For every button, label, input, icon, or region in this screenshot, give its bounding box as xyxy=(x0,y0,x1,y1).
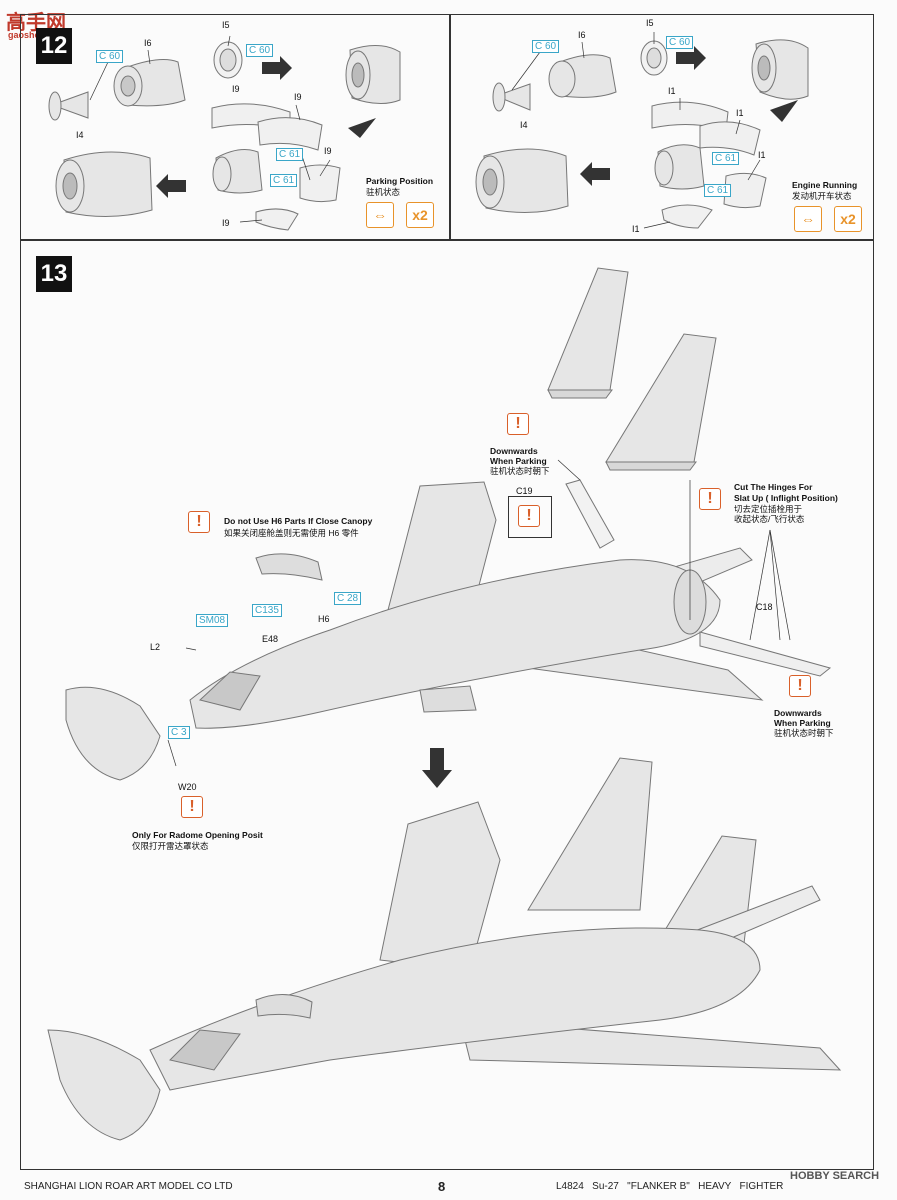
warning-icon: ! xyxy=(181,796,203,818)
warning-icon: ! xyxy=(188,511,210,533)
warning-box-c19 xyxy=(508,496,552,538)
arrow-down-left-1 xyxy=(348,118,376,148)
watermark-url: gaoshou.net xyxy=(8,30,62,40)
part-label-i9-b: I9 xyxy=(294,92,302,102)
symmetric-arrows-icon: ⇔ xyxy=(366,202,394,228)
parking-position-note-cn: 驻机状态 xyxy=(366,187,401,197)
part-label-r-c60-b: C 60 xyxy=(666,36,694,49)
symmetric-arrows-icon: ⇔ xyxy=(794,206,822,232)
part-label-r-i1-a: I1 xyxy=(668,86,676,96)
part-label-c61-a: C 61 xyxy=(276,148,304,161)
radome-note-cn: 仅限打开雷达罩状态 xyxy=(132,841,209,851)
part-label-c3: C 3 xyxy=(168,726,190,739)
footer-model: L4824 Su-27 "FLANKER B" HEAVY FIGHTER xyxy=(556,1181,784,1192)
right-engine-ring xyxy=(640,40,668,76)
part-label-i9-a: I9 xyxy=(232,84,240,94)
part-label-sm08: SM08 xyxy=(196,614,229,627)
part-label-c61-b: C 61 xyxy=(270,174,298,187)
right-exhaust-top-right xyxy=(751,39,809,100)
part-label-c18: C18 xyxy=(756,602,773,612)
part-label-c28: C 28 xyxy=(334,592,362,605)
left-exhaust-bottom xyxy=(55,151,153,217)
arrow-down-step13 xyxy=(422,748,452,788)
slat-part-c19 xyxy=(565,479,615,549)
canopy-note-cn: 如果关闭座舱盖则无需使用 H6 零件 xyxy=(224,528,359,538)
part-label-r-i1-d: I1 xyxy=(632,224,640,234)
part-label-r-i1-c: I1 xyxy=(758,150,766,160)
arrow-right-1 xyxy=(262,56,292,80)
hinges-note-cn-b: 收起状态/飞行状态 xyxy=(734,514,805,524)
arrow-down-left-2 xyxy=(770,100,798,122)
vertical-fin-left xyxy=(547,267,629,399)
part-label-c19: C19 xyxy=(516,486,533,496)
downwards-note-2: Downwards xyxy=(774,708,822,718)
part-label-i5: I5 xyxy=(222,20,230,30)
part-label-r-i4: I4 xyxy=(520,120,528,130)
part-label-i4: I4 xyxy=(76,130,84,140)
part-label-c60: C 60 xyxy=(96,50,124,63)
step12-right-panel xyxy=(450,14,874,240)
warning-icon: ! xyxy=(518,505,540,527)
engine-running-note: Engine Running xyxy=(792,180,858,190)
right-exhaust-bottom xyxy=(475,148,569,213)
quantity-x2-icon: x2 xyxy=(406,202,434,228)
aircraft-assembly-top xyxy=(65,481,832,781)
left-engine-ring xyxy=(213,41,243,79)
downwards-note-2-cn: 驻机状态时朝下 xyxy=(774,728,834,738)
arrow-left-2 xyxy=(580,162,610,186)
parking-position-note: Parking Position xyxy=(366,176,434,186)
part-label-e48: E48 xyxy=(262,634,279,644)
canopy-note: Do not Use H6 Parts If Close Canopy xyxy=(224,516,373,526)
quantity-x2-icon: x2 xyxy=(834,206,862,232)
radome-note: Only For Radome Opening Posit xyxy=(132,830,263,840)
part-label-r-i5: I5 xyxy=(646,18,654,28)
footer-company: SHANGHAI LION ROAR ART MODEL CO LTD xyxy=(24,1181,233,1192)
part-label-c135: C135 xyxy=(252,604,282,617)
step12-left-panel xyxy=(20,14,450,240)
part-label-r-i1-b: I1 xyxy=(736,108,744,118)
left-exhaust-cone xyxy=(48,91,89,121)
part-label-r-i6: I6 xyxy=(578,30,586,40)
part-label-w20: W20 xyxy=(178,782,197,792)
part-label-h6: H6 xyxy=(318,614,330,624)
downwards-note-1-cn: 驻机状态时朝下 xyxy=(490,466,550,476)
part-label-l2: L2 xyxy=(150,642,161,652)
hinges-note-b: Slat Up ( Inflight Position) xyxy=(734,493,838,503)
downwards-note-1: Downwards xyxy=(490,446,538,456)
part-label-i6: I6 xyxy=(144,38,152,48)
part-label-r-c60: C 60 xyxy=(532,40,560,53)
part-label-i9-c: I9 xyxy=(324,146,332,156)
canopy-part xyxy=(255,553,323,581)
downwards-note-2b: When Parking xyxy=(774,718,831,728)
left-petals-assembly xyxy=(211,103,341,231)
right-petals-assembly xyxy=(651,101,767,229)
engine-running-note-cn: 发动机开车状态 xyxy=(792,191,852,201)
step-13-number: 13 xyxy=(36,256,72,292)
part-label-r-c61-b: C 61 xyxy=(704,184,732,197)
step13-panel xyxy=(20,240,874,1170)
aircraft-assembly-bottom xyxy=(47,757,842,1141)
part-label-r-c61-a: C 61 xyxy=(712,152,740,165)
step-12-number: 12 xyxy=(36,28,72,64)
arrow-right-2 xyxy=(676,46,706,70)
part-label-i9-d: I9 xyxy=(222,218,230,228)
left-exhaust-top-right xyxy=(345,45,401,104)
warning-icon: ! xyxy=(789,675,811,697)
right-exhaust-cone xyxy=(492,82,531,112)
right-engine-nozzle xyxy=(548,54,617,98)
warning-icon: ! xyxy=(507,413,529,435)
downwards-note-1b: When Parking xyxy=(490,456,547,466)
footer-page-number: 8 xyxy=(438,1179,446,1194)
left-engine-nozzle xyxy=(113,59,186,107)
arrow-left-1 xyxy=(156,174,186,198)
hinges-note-cn: 切去定位插栓用于 xyxy=(734,504,803,514)
footer-hobby-search: HOBBY SEARCH xyxy=(790,1170,880,1182)
warning-icon: ! xyxy=(699,488,721,510)
part-label-c60-b: C 60 xyxy=(246,44,274,57)
hinges-note: Cut The Hinges For xyxy=(734,482,813,492)
vertical-fin-right xyxy=(605,333,717,471)
